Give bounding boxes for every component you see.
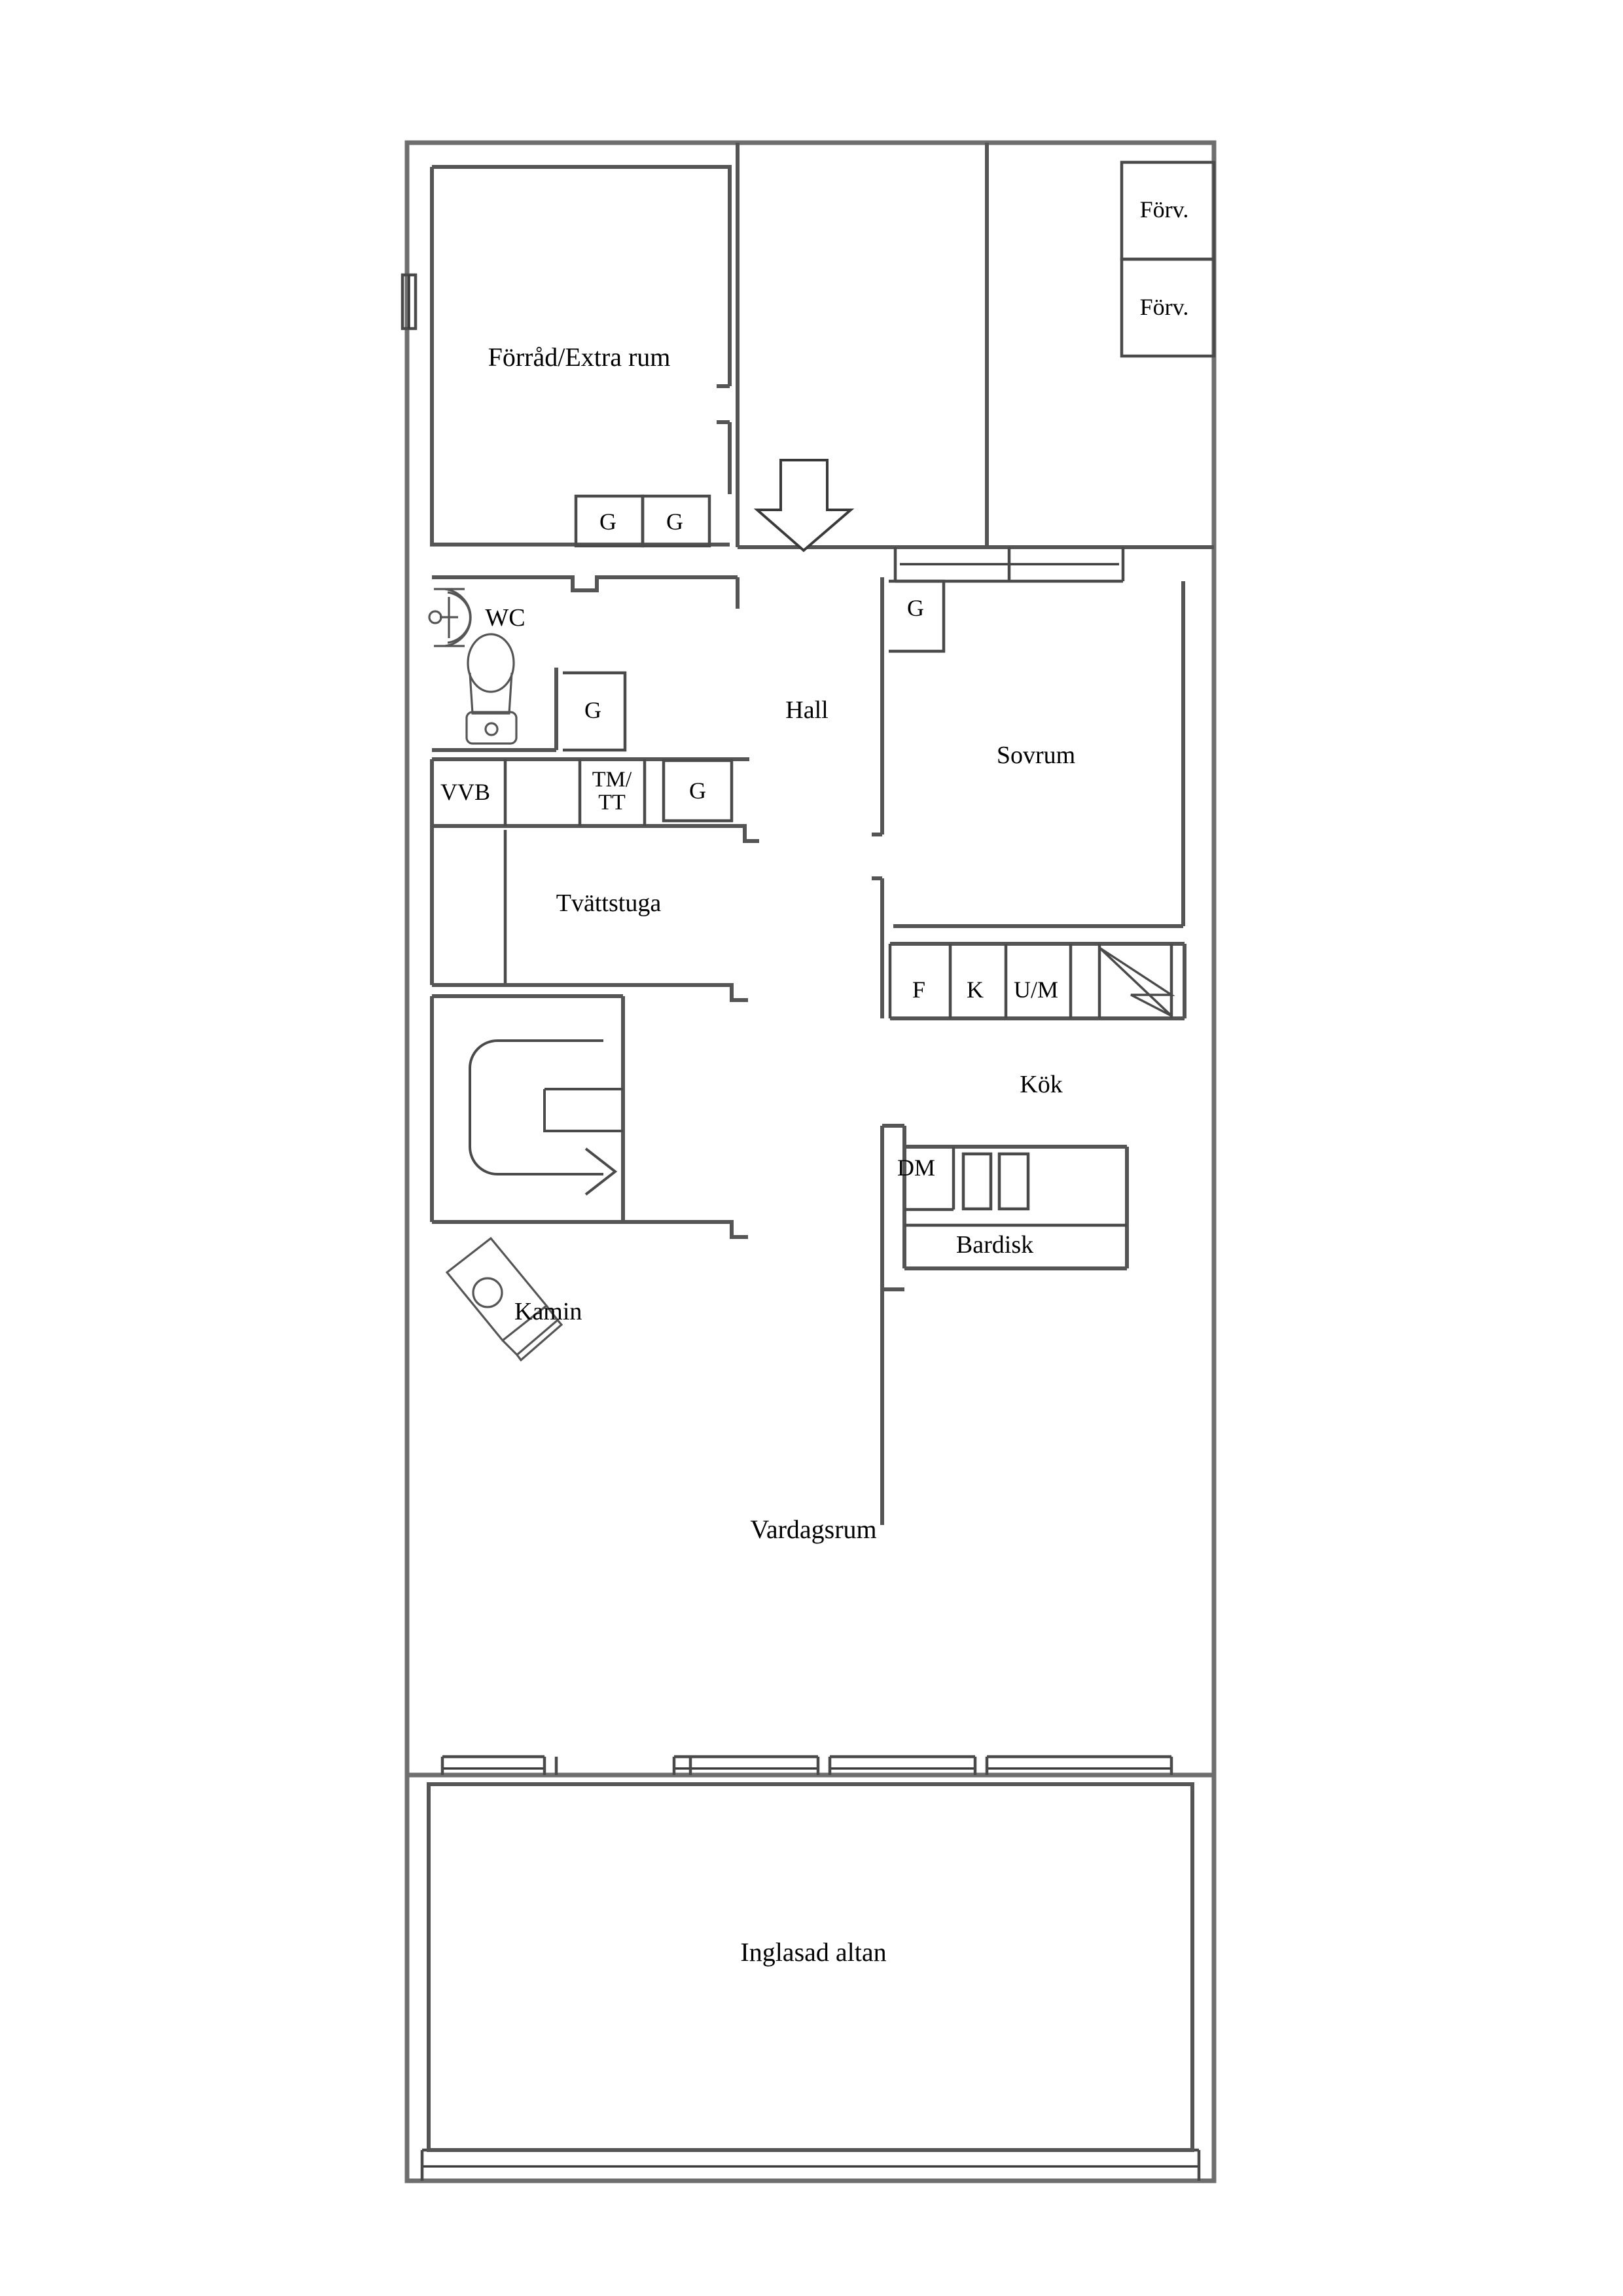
building-outline [404,140,1217,2183]
room-label-wc: WC [485,604,526,632]
room-label-forrad-extra: Förråd/Extra rum [488,342,671,372]
appliance-label-fridge: F [912,977,926,1003]
room-label-tvattstuga: Tvättstuga [556,889,662,918]
appliance-label-tm-tt-line2: TT [598,790,626,814]
appliance-label-cooker: K [967,977,984,1003]
veranda-outline [427,1782,1194,2152]
room-label-kok: Kök [1020,1071,1063,1099]
appliance-label-bardisk: Bardisk [955,1231,1034,1259]
closet-label-g-forrad-1: G [599,509,616,535]
kitchen-lower-counter [880,1124,1129,1291]
closet-label-g-hall: G [907,595,924,622]
kitchen-upper-counter [880,942,1186,1020]
closet-g-wc [554,668,627,752]
wash-basin-icon [428,588,472,647]
room-label-sovrum: Sovrum [996,742,1076,770]
room-label-vardagsrum: Vardagsrum [750,1515,877,1544]
room-shower [430,994,748,1239]
toilet-icon [465,633,518,745]
storage-label-forv-top: Förv. [1139,196,1189,223]
appliance-label-tm-tt: TM/ TT [592,768,632,814]
closet-group-forrad [574,494,711,548]
appliance-label-oven-mw: U/M [1013,977,1059,1003]
laundry-appliance-row [430,757,759,843]
room-sovrum [893,547,1185,928]
closet-label-g-forrad-2: G [666,509,683,535]
room-label-kamin: Kamin [514,1298,582,1326]
hall-walls [736,577,884,969]
appliance-label-dm: DM [897,1155,936,1181]
living-room-window-wall [440,1755,1173,1775]
appliance-label-vvb: VVB [440,779,491,806]
upper-middle-zone [736,143,1214,549]
entrance-arrow-icon [753,459,855,552]
kamin-stove-icon [445,1236,563,1362]
storage-forv-group [1120,160,1216,358]
appliance-label-tm-tt-line1: TM/ [592,767,632,792]
storage-label-forv-bottom: Förv. [1139,294,1189,321]
room-label-hall: Hall [785,696,829,725]
room-label-inglasad-altan: Inglasad altan [740,1937,887,1967]
closet-label-g-laundry: G [689,778,706,804]
room-wc [432,575,738,752]
room-tvattstuga [430,826,748,1002]
closet-label-g-wc: G [584,697,601,724]
window-left-forrad [401,273,418,331]
